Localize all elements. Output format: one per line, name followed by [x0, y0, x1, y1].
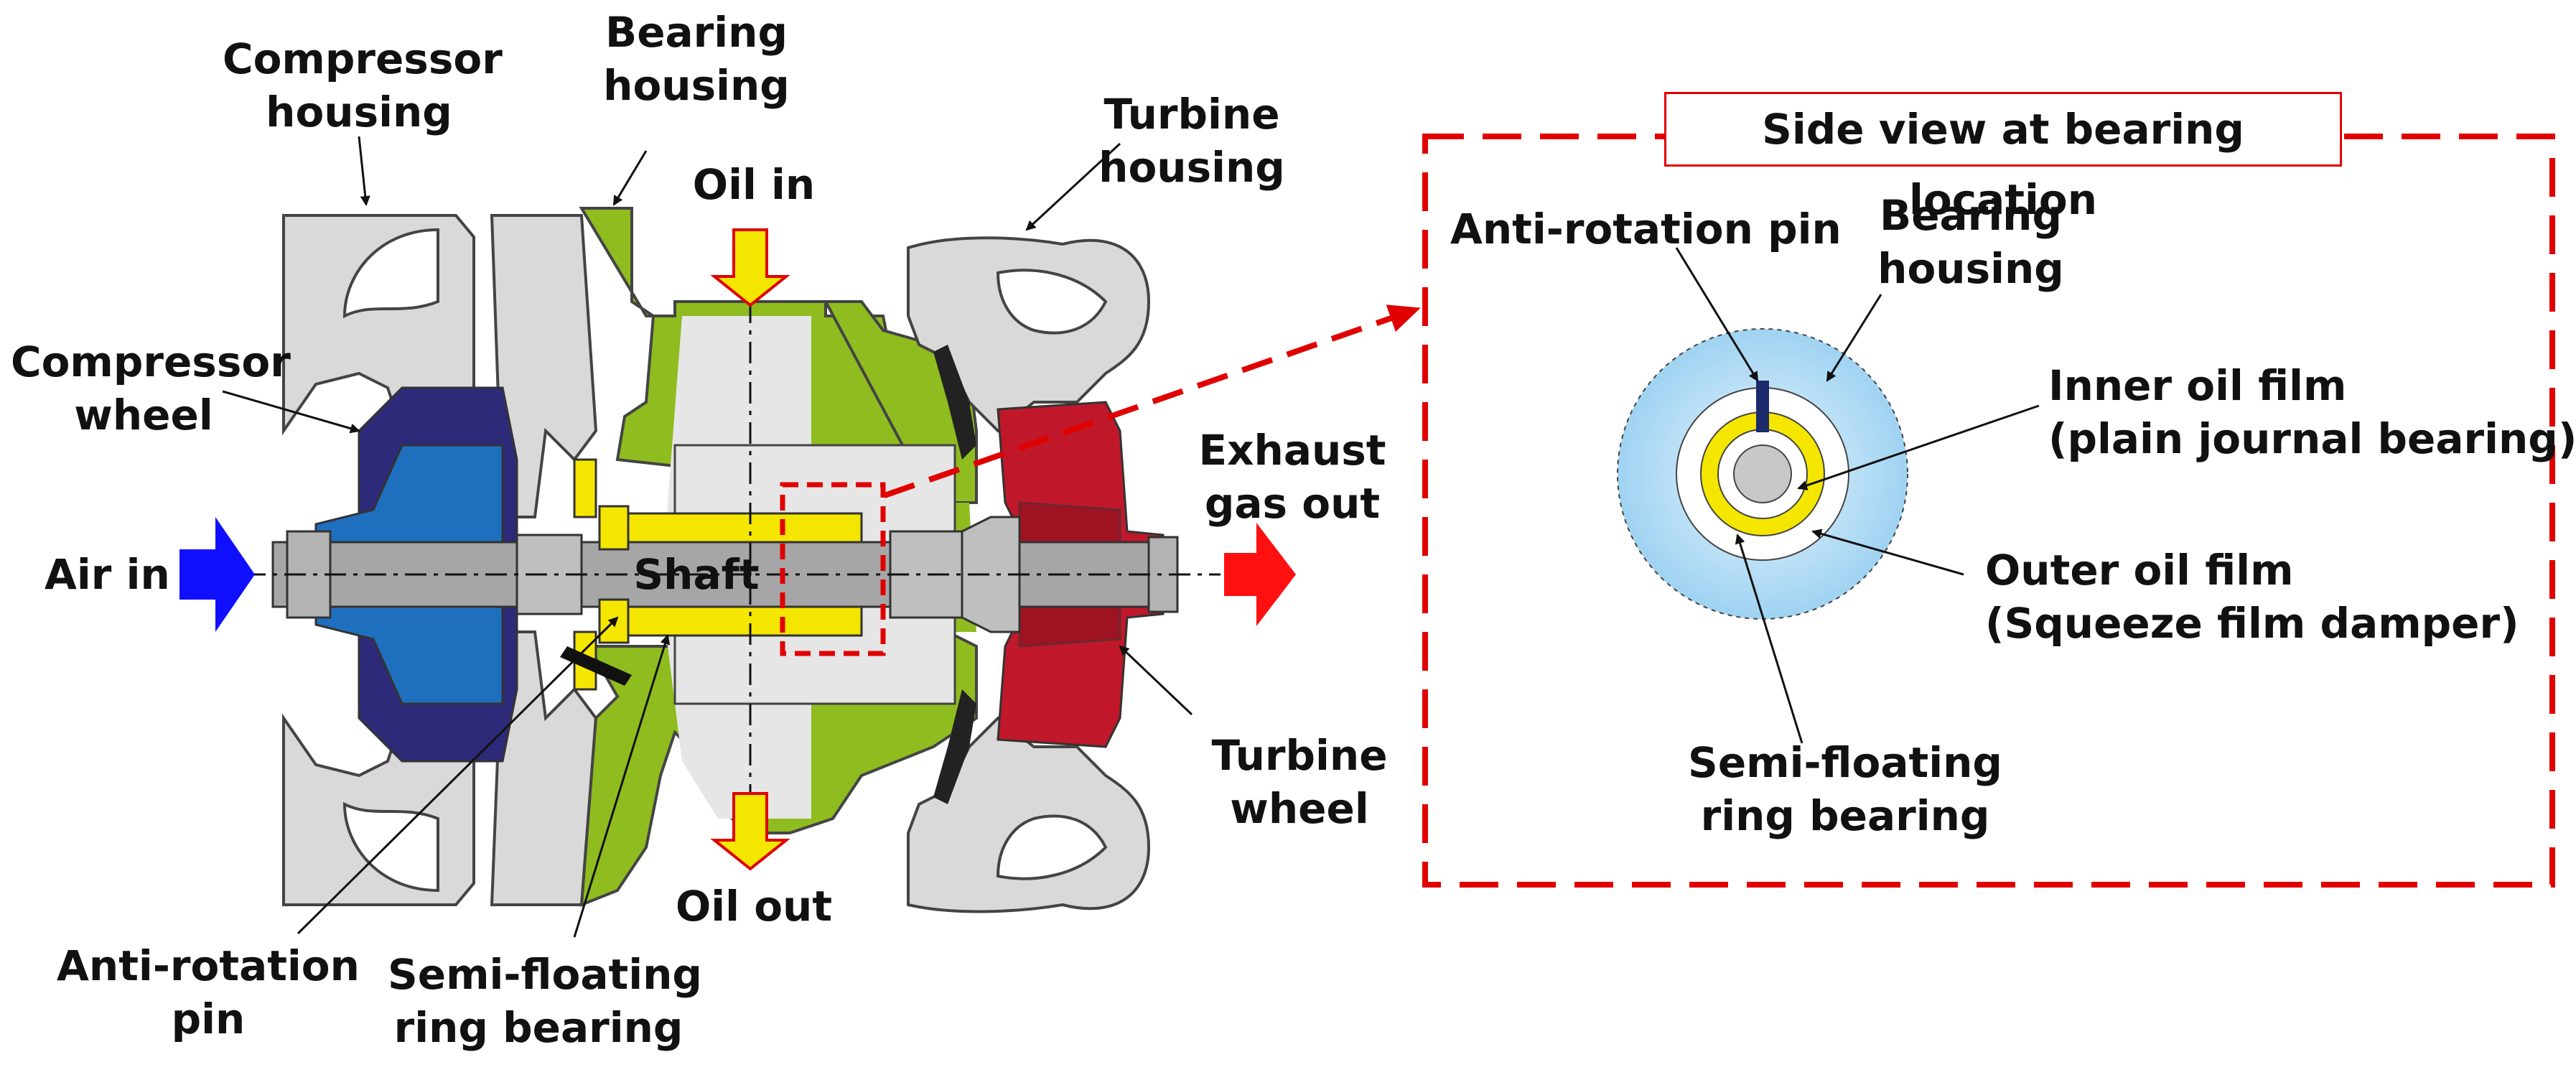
air-in-arrow	[179, 517, 255, 632]
heat-shield	[933, 345, 976, 804]
label-semi-floating-ring-bearing: Semi-floating ring bearing	[388, 950, 702, 1052]
label-bearing-housing: Bearing housing	[603, 8, 790, 110]
leader-lines	[222, 136, 1193, 938]
compressor-back-plate	[490, 214, 598, 906]
inset-label-semi-floating-ring-bearing: Semi-floating ring bearing	[1688, 738, 2002, 840]
label-exhaust-gas-out: Exhaust gas out	[1198, 426, 1386, 528]
compressor-housing	[282, 214, 475, 906]
label-turbine-housing: Turbine housing	[1098, 90, 1285, 192]
inset-shaft	[1733, 444, 1792, 503]
inset-title: Side view at bearing location	[1762, 105, 2244, 224]
inset-leader-lines	[1675, 247, 2040, 744]
oil-in-arrow	[710, 228, 790, 307]
label-oil-in: Oil in	[692, 160, 816, 209]
inset-label-bearing-housing: Bearing housing	[1877, 191, 2064, 293]
inset-label-anti-rotation-pin: Anti-rotation pin	[1450, 205, 1842, 253]
inset-border	[1422, 134, 2555, 888]
inset-label-inner-oil-film: Inner oil film (plain journal bearing)	[2048, 361, 2576, 463]
semi-floating-bearing-shape	[573, 458, 863, 691]
bearing-highlight-box	[780, 482, 886, 656]
inset-bearing-section	[1617, 328, 1908, 620]
inset-label-outer-oil-film: Outer oil film (Squeeze film damper)	[1985, 546, 2519, 648]
label-air-in: Air in	[45, 550, 170, 599]
label-shaft: Shaft	[633, 550, 760, 599]
label-anti-rotation-pin: Anti-rotation pin	[57, 941, 360, 1043]
label-compressor-wheel: Compressor wheel	[11, 338, 291, 439]
inset-title-box: Side view at bearing location	[1664, 92, 2342, 224]
oil-out-arrow	[710, 792, 790, 871]
label-turbine-wheel: Turbine wheel	[1211, 731, 1388, 833]
inset-anti-rotation-pin	[1756, 381, 1769, 432]
exhaust-gas-out-arrow	[1224, 523, 1296, 626]
label-compressor-housing: Compressor housing	[223, 34, 503, 136]
turbine-housing	[907, 236, 1151, 913]
label-oil-out: Oil out	[675, 882, 833, 931]
